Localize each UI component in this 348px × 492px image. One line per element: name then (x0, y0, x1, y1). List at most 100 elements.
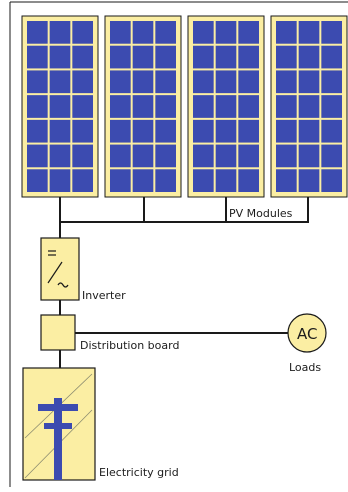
pv-cell (321, 45, 342, 69)
pv-cell (132, 169, 154, 192)
pv-cell (215, 21, 237, 44)
pv-cell (132, 95, 154, 118)
dc-wiring (59, 197, 309, 238)
pv-cell (215, 95, 237, 118)
pv-cell (110, 169, 131, 192)
pv-cell (110, 70, 131, 94)
pv-cell (193, 144, 214, 168)
pv-cell (215, 45, 237, 69)
pv-cell (132, 119, 154, 143)
pv-module (270, 15, 348, 198)
pv-cell (238, 119, 259, 143)
electricity-grid (22, 367, 96, 481)
pv-cell (298, 144, 320, 168)
pv-modules-label: PV Modules (229, 207, 293, 220)
pv-cell (49, 144, 71, 168)
pv-cell (276, 169, 297, 192)
pv-cell (72, 45, 93, 69)
pv-cell (276, 21, 297, 44)
pv-cell (238, 144, 259, 168)
pv-cell (193, 21, 214, 44)
pv-cell (49, 169, 71, 192)
pv-cell (49, 45, 71, 69)
pv-cell (215, 169, 237, 192)
ac-symbol-label: AC (297, 325, 317, 343)
pv-cell (238, 45, 259, 69)
distribution-board (40, 314, 76, 351)
pv-cell (276, 95, 297, 118)
pv-cell (110, 119, 131, 143)
pv-cell (298, 119, 320, 143)
pv-cell (49, 21, 71, 44)
pv-cell (27, 144, 48, 168)
pv-cell (193, 119, 214, 143)
pv-cell (215, 119, 237, 143)
pv-module (104, 15, 182, 198)
pv-cell (298, 45, 320, 69)
ac-load-symbol (287, 313, 327, 353)
pv-cell (276, 45, 297, 69)
pv-cell (321, 70, 342, 94)
pv-cell (321, 21, 342, 44)
pv-cell (132, 21, 154, 44)
pv-cell (72, 21, 93, 44)
pv-cell (321, 169, 342, 192)
pv-cell (155, 169, 176, 192)
pv-cell (27, 95, 48, 118)
pv-cell (215, 70, 237, 94)
pv-cell (110, 144, 131, 168)
pv-cell (193, 45, 214, 69)
pv-cell (298, 169, 320, 192)
pv-cell (110, 95, 131, 118)
pv-modules-group (21, 15, 348, 198)
pv-cell (155, 45, 176, 69)
pv-cell (238, 70, 259, 94)
electricity-grid-label: Electricity grid (99, 466, 179, 479)
pv-cell (238, 95, 259, 118)
pv-cell (193, 169, 214, 192)
pv-cell (276, 70, 297, 94)
inverter-symbol-icon (47, 250, 69, 288)
pv-cell (238, 21, 259, 44)
pv-cell (276, 144, 297, 168)
pv-cell (155, 95, 176, 118)
pv-cell (155, 70, 176, 94)
pv-cell (155, 21, 176, 44)
pv-cell (27, 21, 48, 44)
pv-cell (110, 21, 131, 44)
pv-cell (132, 45, 154, 69)
pv-cell (49, 70, 71, 94)
pv-cell (27, 119, 48, 143)
pv-cell (215, 144, 237, 168)
pv-cell (49, 119, 71, 143)
pv-cell (49, 95, 71, 118)
pv-module (187, 15, 265, 198)
pv-cell (321, 95, 342, 118)
pv-cell (132, 144, 154, 168)
pv-cell (321, 119, 342, 143)
pv-cell (27, 169, 48, 192)
pv-cell (238, 169, 259, 192)
pv-cell (132, 70, 154, 94)
loads-label: Loads (289, 361, 322, 374)
pv-module (21, 15, 99, 198)
pv-cell (72, 119, 93, 143)
pv-cell (298, 70, 320, 94)
pv-cell (298, 95, 320, 118)
utility-pole-icon (38, 398, 78, 480)
pv-cell (72, 144, 93, 168)
inverter-label: Inverter (82, 289, 126, 302)
distribution-board-label: Distribution board (80, 339, 180, 352)
inverter (40, 237, 80, 301)
pv-cell (321, 144, 342, 168)
pv-cell (72, 95, 93, 118)
pv-cell (27, 70, 48, 94)
pv-cell (110, 45, 131, 69)
pv-cell (155, 119, 176, 143)
pv-cell (276, 119, 297, 143)
pv-cell (298, 21, 320, 44)
pv-cell (72, 70, 93, 94)
pv-cell (193, 95, 214, 118)
